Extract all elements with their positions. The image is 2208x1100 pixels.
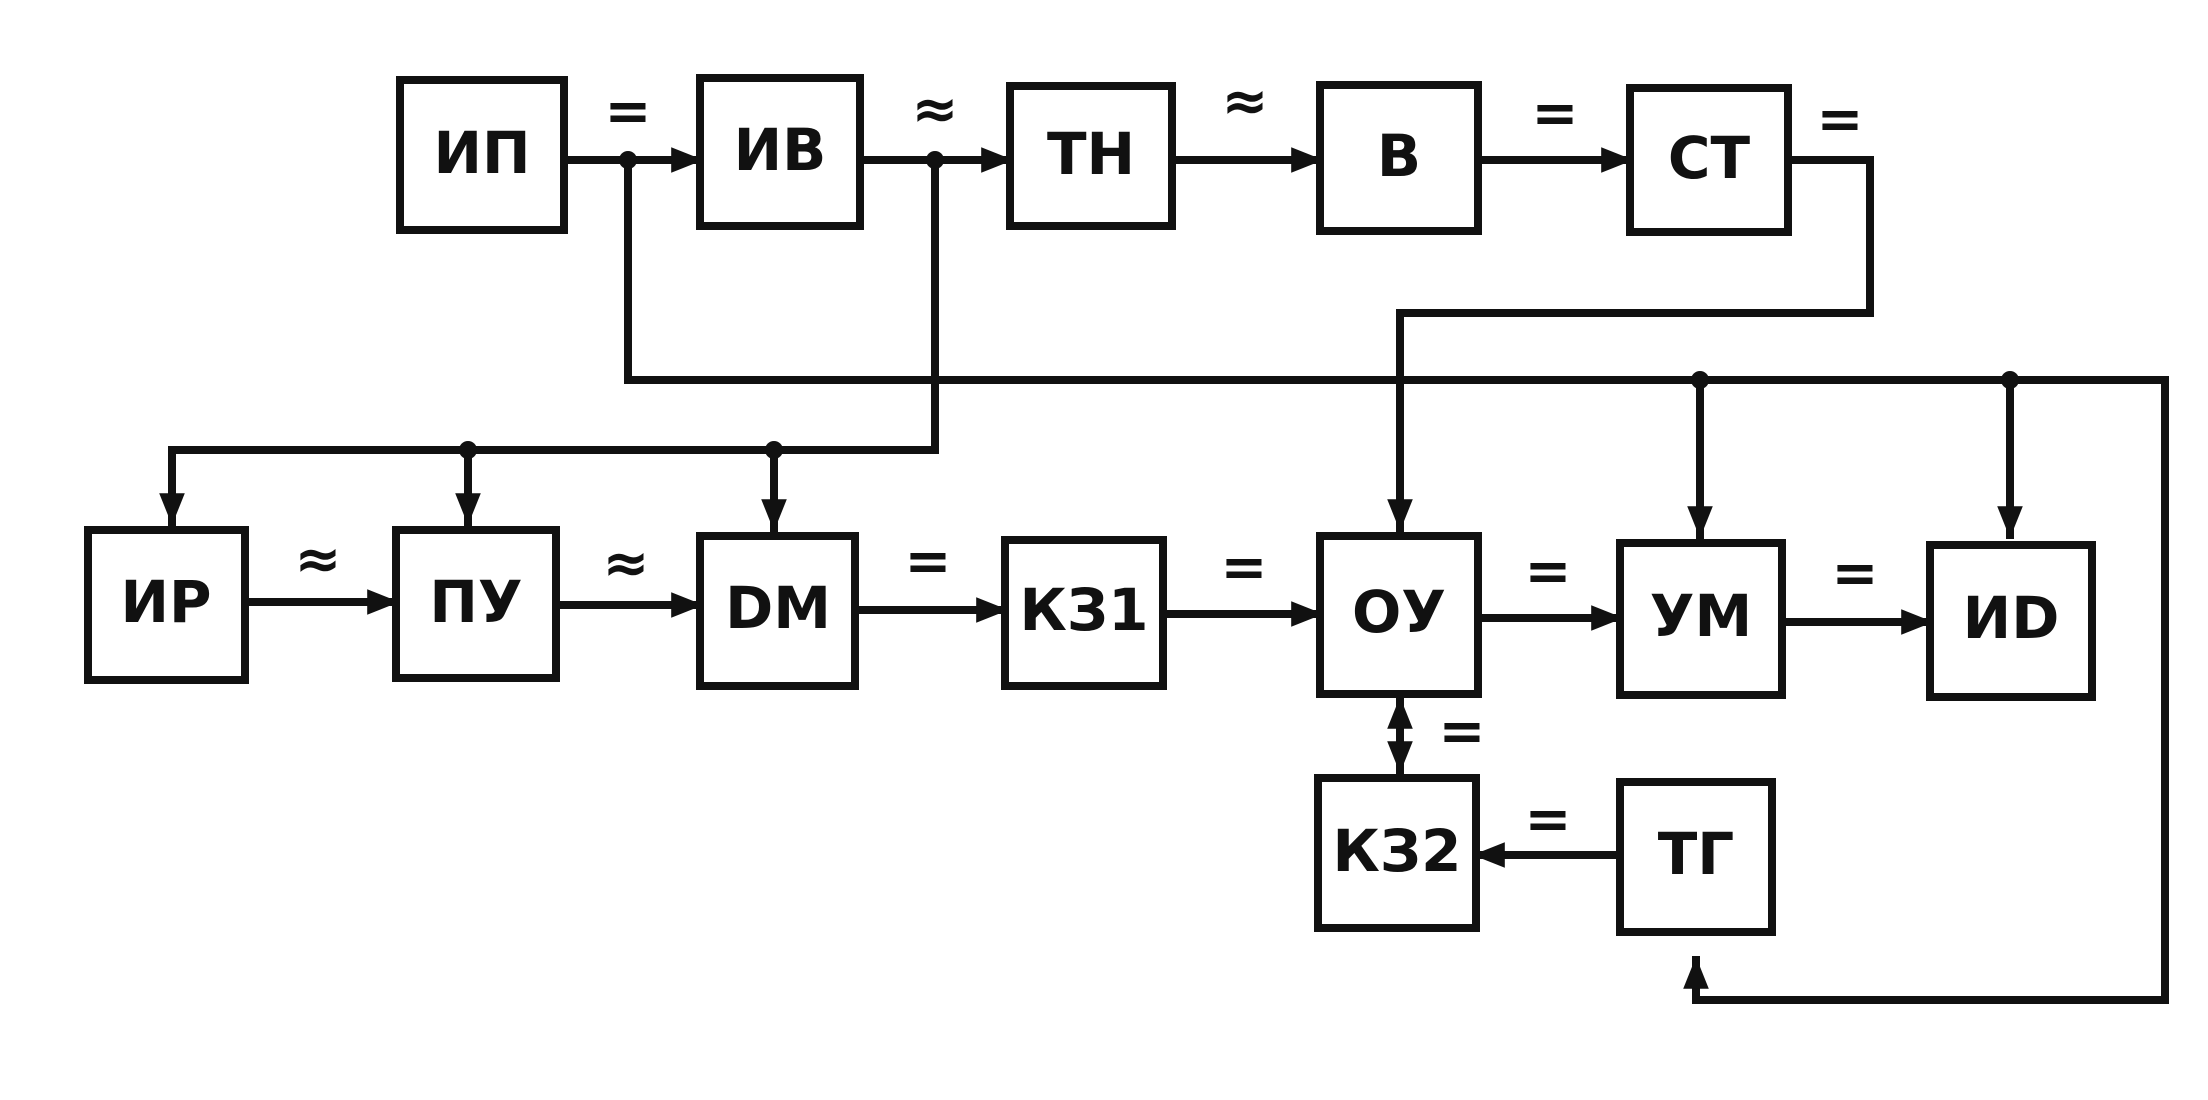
signal-mark-ou-kz2: = [1439,699,1486,764]
block-kz2: КЗ2 [1314,774,1480,932]
wire-ip-bus [624,156,2169,1004]
junction-dot [619,151,637,169]
signal-mark-ou-um: = [1525,539,1572,604]
block-ir: ИР [84,526,249,684]
block-kz1: КЗ1 [1001,536,1167,690]
block-kz2-label: КЗ2 [1333,817,1462,885]
wire-iv-bus [159,156,939,526]
block-kz1-label: КЗ1 [1020,576,1149,644]
junction-dot [2001,371,2019,389]
wire-st-ou [1387,156,1874,532]
junction-dot [1691,371,1709,389]
block-dm: DM [696,532,859,690]
signal-mark-um-id: = [1832,541,1879,606]
block-tg-label: ТГ [1658,820,1735,888]
block-ir-label: ИР [120,568,211,636]
block-um: УМ [1616,539,1786,699]
junction-dots [459,151,2019,459]
block-tn-label: ТН [1047,120,1135,188]
block-id-label: ИD [1963,584,2060,652]
block-ou-label: ОУ [1352,578,1446,646]
block-st-label: СТ [1668,124,1751,192]
signal-mark-tn-v: ≈ [1222,69,1269,134]
block-v: В [1316,81,1482,235]
block-dm-label: DM [725,574,831,642]
signal-mark-iv-tn: ≈ [912,77,959,142]
block-ip: ИП [396,76,568,234]
block-tn: ТН [1006,82,1176,230]
signal-mark-dm-kz1: = [905,529,952,594]
signal-mark-kz1-ou: = [1221,535,1268,600]
block-v-label: В [1377,122,1421,190]
signal-mark-v-st: = [1532,81,1579,146]
block-um-label: УМ [1650,582,1752,650]
signal-mark-ip-iv: = [605,79,652,144]
signal-mark-ir-pu: ≈ [295,527,342,592]
block-ou: ОУ [1316,532,1482,698]
block-pu: ПУ [392,526,560,682]
signal-mark-tg-kz2: = [1525,787,1572,852]
junction-dot [459,441,477,459]
signal-mark-pu-dm: ≈ [603,531,650,596]
block-st: СТ [1626,84,1792,236]
signal-mark-st-out: = [1817,87,1864,152]
block-iv-label: ИВ [734,116,827,184]
signal-marks: = ≈ ≈ = = ≈ ≈ = = = = = = [295,69,1879,852]
connection-lines [159,147,2169,1004]
block-pu-label: ПУ [429,568,522,636]
block-id: ИD [1926,541,2096,701]
block-tg: ТГ [1616,778,1776,936]
junction-dot [926,151,944,169]
block-ip-label: ИП [433,119,530,187]
junction-dot [765,441,783,459]
block-iv: ИВ [696,74,864,230]
